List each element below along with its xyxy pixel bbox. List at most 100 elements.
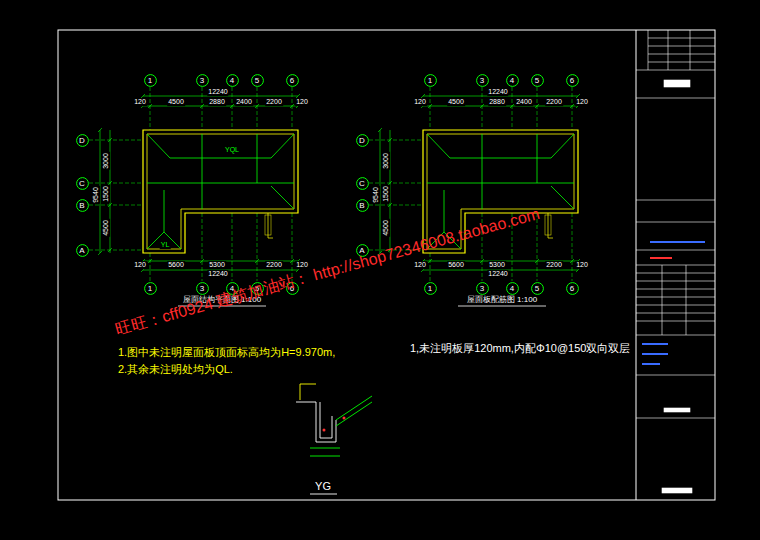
roof-outline <box>143 130 298 253</box>
title-block <box>690 30 691 70</box>
detail-tag: YG <box>314 480 332 492</box>
axis-number: B <box>356 199 369 212</box>
axis-number: 1 <box>144 282 157 295</box>
dimension-text: 120 <box>133 98 147 106</box>
axis-number: 4 <box>506 74 519 87</box>
title-block <box>636 265 715 266</box>
title-block <box>636 98 715 99</box>
title-block-marks <box>650 257 672 259</box>
axis-line <box>257 213 258 281</box>
dimension-text: 2400 <box>235 98 253 106</box>
axis-bubble: A <box>76 244 89 257</box>
dimension-text: 120 <box>413 98 427 106</box>
axis-bubble: 5 <box>251 74 264 87</box>
title-block <box>664 80 690 87</box>
title-block <box>636 281 715 282</box>
dimension-text: 5600 <box>447 261 465 269</box>
title-block <box>662 488 692 493</box>
title-block <box>664 408 690 412</box>
roof-beam <box>202 134 203 209</box>
gutter-detail <box>300 384 301 400</box>
title-block <box>636 222 715 223</box>
axis-number: 4 <box>506 282 519 295</box>
axis-bubble: B <box>356 199 369 212</box>
axis-line <box>150 253 151 281</box>
title-block <box>648 38 715 39</box>
axis-bubble: C <box>356 177 369 190</box>
axis-bubble-circle <box>76 199 88 211</box>
roof-beam <box>271 186 294 209</box>
roof-beam <box>147 134 170 158</box>
dimension-text: 1500 <box>102 185 110 203</box>
gutter-detail <box>343 417 346 420</box>
axis-number: D <box>356 134 369 147</box>
roof-outline <box>265 215 271 235</box>
title-block <box>636 375 715 376</box>
axis-line <box>292 87 293 130</box>
dimension-text: 5300 <box>208 261 226 269</box>
gutter-detail <box>296 402 336 442</box>
axis-line <box>89 250 143 251</box>
roof-plan <box>89 87 300 306</box>
dimension-text: 5600 <box>167 261 185 269</box>
axis-bubble: 6 <box>566 282 579 295</box>
dimension-text: 12240 <box>207 88 228 96</box>
dimension-text: 120 <box>295 98 309 106</box>
sheet-frame <box>58 30 715 500</box>
plan-title: 屋面板配筋图 1:100 <box>466 296 538 305</box>
axis-bubble: 4 <box>226 74 239 87</box>
axis-bubble-circle <box>531 282 543 294</box>
axis-line <box>89 87 292 281</box>
axis-number: B <box>76 199 89 212</box>
plan-note: 2.其余未注明处均为QL. <box>118 363 233 375</box>
dimension-text: 3000 <box>102 152 110 170</box>
axis-bubble-circle <box>356 177 368 189</box>
dimension-text: 2400 <box>515 98 533 106</box>
axis-bubble-circle <box>144 282 156 294</box>
axis-bubble: 6 <box>286 74 299 87</box>
gutter-detail <box>300 384 316 385</box>
title-block-marks <box>642 363 660 365</box>
axis-bubble: D <box>356 134 369 147</box>
dimension-text: 4500 <box>382 219 390 237</box>
gutter-detail <box>310 448 340 449</box>
axis-bubble: 4 <box>506 282 519 295</box>
title-block <box>636 70 715 71</box>
axis-line <box>89 183 143 184</box>
title-block <box>636 289 715 290</box>
dimension-text: 12240 <box>487 270 508 278</box>
axis-bubble: 4 <box>506 74 519 87</box>
axis-bubble: 1 <box>424 282 437 295</box>
axis-bubble-circle <box>356 134 368 146</box>
gutter-detail <box>296 384 372 494</box>
plan-note: 1,未注明板厚120mm,内配Φ10@150双向双层 <box>410 342 630 354</box>
axis-bubble-circle <box>144 74 156 86</box>
axis-line <box>89 205 143 206</box>
axis-bubble: 3 <box>476 282 489 295</box>
axis-bubble-circle <box>506 74 518 86</box>
axis-number: C <box>76 177 89 190</box>
axis-bubble-circle <box>226 74 238 86</box>
dimension-line <box>98 94 300 272</box>
dimension-text: 2200 <box>545 261 563 269</box>
gutter-detail <box>336 396 372 420</box>
dimension-text: 4500 <box>102 219 110 237</box>
roof-beam <box>271 134 294 158</box>
axis-line <box>150 87 151 130</box>
title-block <box>648 54 715 55</box>
axis-number: 3 <box>196 74 209 87</box>
title-block <box>668 30 669 70</box>
gutter-detail <box>310 456 340 457</box>
axis-bubble: D <box>76 134 89 147</box>
axis-bubble-circle <box>531 74 543 86</box>
title-block-marks <box>642 353 668 355</box>
axis-bubble-circle <box>76 244 88 256</box>
title-block <box>636 200 715 201</box>
dimension-line <box>141 94 300 108</box>
axis-line <box>232 87 233 130</box>
title-block <box>636 305 715 306</box>
sheet-frame <box>58 30 715 500</box>
